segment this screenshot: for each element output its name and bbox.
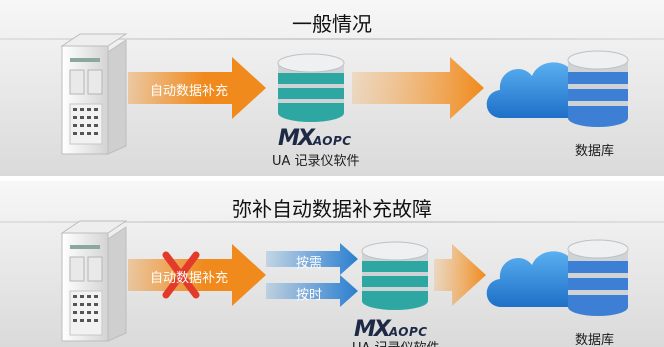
- normal-flow-diagram: [60, 33, 629, 155]
- cloud-icon: [486, 62, 593, 118]
- arrow-label: 自动数据补充: [150, 271, 229, 286]
- software-label: UA 记录仪软件: [272, 154, 360, 169]
- failure-flow-diagram: [60, 220, 629, 342]
- arrow-icon: [266, 243, 358, 275]
- arrow-label: 自动数据补充: [150, 84, 229, 99]
- panel-title: 弥补自动数据补充故障: [232, 197, 432, 221]
- title-band: [0, 221, 664, 223]
- database-icon: [567, 239, 629, 316]
- arrow-icon: [352, 57, 484, 119]
- panel-title: 一般情况: [292, 12, 372, 36]
- arrow-icon: [434, 244, 486, 306]
- io-device-icon: [60, 33, 128, 155]
- arrow-icon: [128, 244, 266, 306]
- panel-failure-case: 弥补自动数据补充故障: [0, 181, 664, 347]
- io-device-icon: [60, 220, 128, 342]
- database-icon: [277, 53, 345, 122]
- mxaopc-logo: MXAOPC: [278, 126, 352, 151]
- panel-normal-case: 一般情况: [0, 0, 664, 176]
- arrow-icon: [128, 57, 266, 119]
- database-label: 数据库: [575, 144, 615, 159]
- cloud-icon: [486, 251, 593, 307]
- database-icon: [567, 50, 629, 127]
- on-demand-label: 按需: [296, 256, 323, 271]
- database-icon: [361, 241, 429, 310]
- mxaopc-logo: MXAOPC: [354, 317, 428, 342]
- scheduled-label: 按时: [296, 288, 323, 303]
- title-band: [0, 38, 664, 40]
- database-label: 数据库: [575, 333, 615, 347]
- arrow-icon: [266, 275, 358, 307]
- software-label: UA 记录仪软件: [352, 337, 440, 347]
- error-cross-icon: [162, 251, 200, 299]
